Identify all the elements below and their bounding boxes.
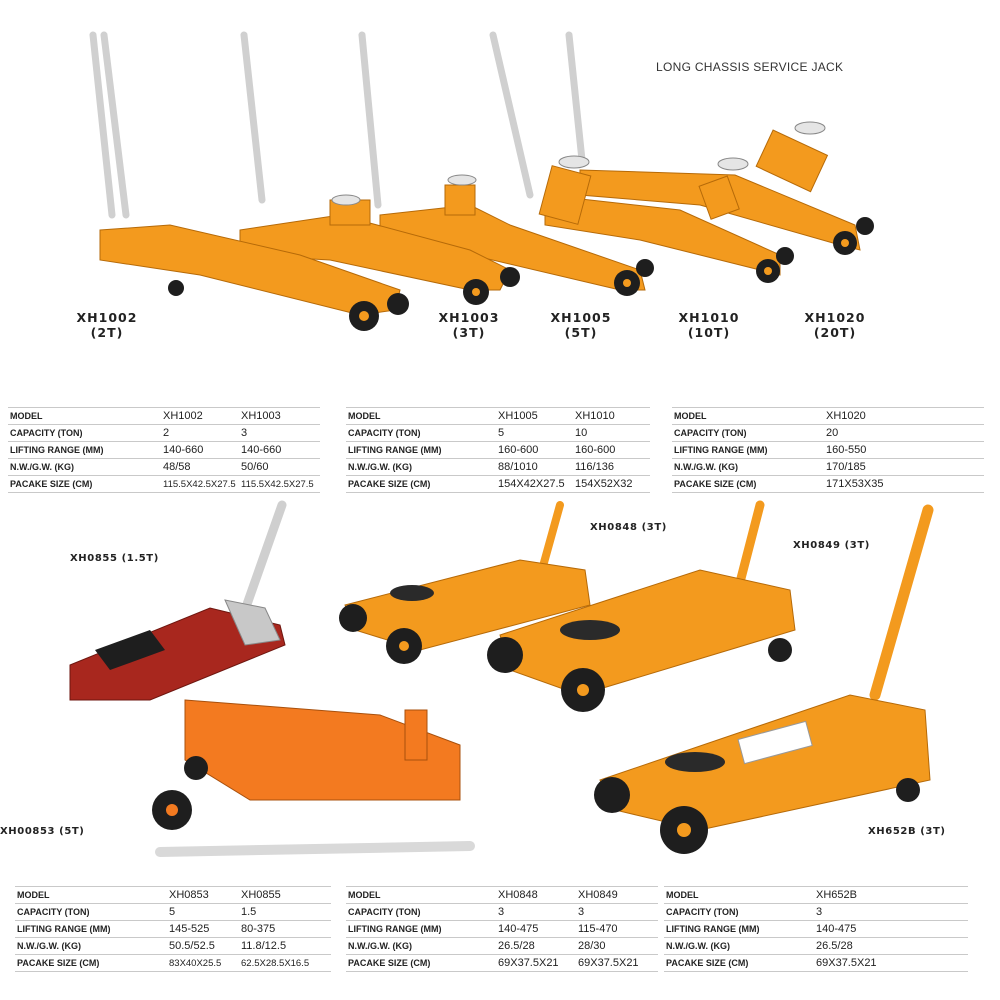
product-tag-xh0848: XH0848 (3T) [590,522,667,533]
table-row: PACAKE SIZE (CM)69X37.5X21 [664,954,968,972]
hero-model-label: XH1020 (20T) [804,310,866,340]
section-title: LONG CHASSIS SERVICE JACK [656,60,844,74]
product-tag-xh652b: XH652B (3T) [868,826,946,837]
table-row: LIFTING RANGE (MM)140-475 [664,920,968,938]
floor-jacks-illustration [69,500,934,857]
product-tag-xh0849: XH0849 (3T) [793,540,870,551]
hero-model-label: XH1005 (5T) [550,310,612,340]
product-tag-xh0855: XH0855 (1.5T) [70,553,159,564]
table-row: N.W./G.W. (KG)26.5/28 [664,937,968,955]
table-row: LIFTING RANGE (MM)160-550 [672,441,984,459]
table-row: PACAKE SIZE (CM)171X53X35 [672,475,984,493]
hero-model-label: XH1002 (2T) [76,310,138,340]
product-tag-xh0853: XH00853 (5T) [0,826,85,837]
table-row: CAPACITY (TON)20 [672,424,984,442]
table-row: N.W./G.W. (KG)170/185 [672,458,984,476]
table-row: CAPACITY (TON)3 [664,903,968,921]
hero-model-label: XH1010 (10T) [678,310,740,340]
hero-model-label: XH1003 (3T) [438,310,500,340]
long-chassis-jacks-illustration [89,31,874,331]
